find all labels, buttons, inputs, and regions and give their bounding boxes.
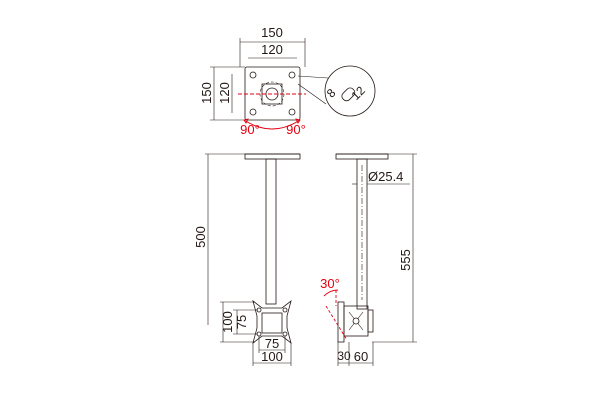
ceiling-plate-front <box>244 153 301 160</box>
angle-left-label: 90° <box>240 122 260 137</box>
total-height-label: 555 <box>398 249 413 271</box>
tilt-arc <box>323 289 339 297</box>
top-view: 150 120 150 120 90° 90° 8 12 <box>199 25 376 137</box>
height-inner-label: 120 <box>217 82 232 104</box>
plate-height-inner-label: 75 <box>234 315 249 329</box>
tilt-pivot <box>352 317 360 325</box>
pole-length-label: 500 <box>193 226 208 248</box>
vesa-plate-side <box>337 301 345 343</box>
tilt-line <box>325 305 348 341</box>
height-outer-label: 150 <box>199 82 214 104</box>
detail-circle <box>324 65 376 117</box>
ceiling-plate-side <box>335 153 389 160</box>
width-outer-label: 150 <box>261 25 283 40</box>
side-view: Ø25.4 555 30° 30 60 <box>320 153 417 366</box>
clamp <box>367 309 374 333</box>
mount-hole <box>282 331 288 337</box>
pole-side <box>356 158 368 310</box>
plate-height-outer-label: 100 <box>220 311 235 333</box>
pole-diameter-label: Ø25.4 <box>368 169 403 184</box>
width-inner-label: 120 <box>261 42 283 57</box>
slot-hole <box>341 87 356 102</box>
rotation-arc <box>243 119 301 130</box>
angle-right-label: 90° <box>286 122 306 137</box>
plate-width-outer-label: 100 <box>261 349 283 364</box>
mount-hole <box>288 71 296 79</box>
front-view: 500 100 75 75 100 <box>193 153 301 366</box>
mount-hole <box>282 307 288 313</box>
depth-small-label: 30 <box>337 349 351 363</box>
ceiling-plate <box>244 66 301 121</box>
depth-large-label: 60 <box>354 349 368 364</box>
callout-leader <box>297 75 329 79</box>
arrow-left <box>243 118 249 124</box>
mount-hole <box>288 108 296 116</box>
tilt-angle-label: 30° <box>320 276 340 291</box>
pole-front <box>265 158 277 305</box>
mount-hole <box>249 71 257 79</box>
mount-hole <box>249 108 257 116</box>
detail-right-label: 12 <box>348 83 368 103</box>
plate-width-inner-label: 75 <box>265 336 279 351</box>
callout-leader <box>297 83 327 105</box>
arrow-right <box>295 118 301 124</box>
vesa-window <box>261 312 283 334</box>
